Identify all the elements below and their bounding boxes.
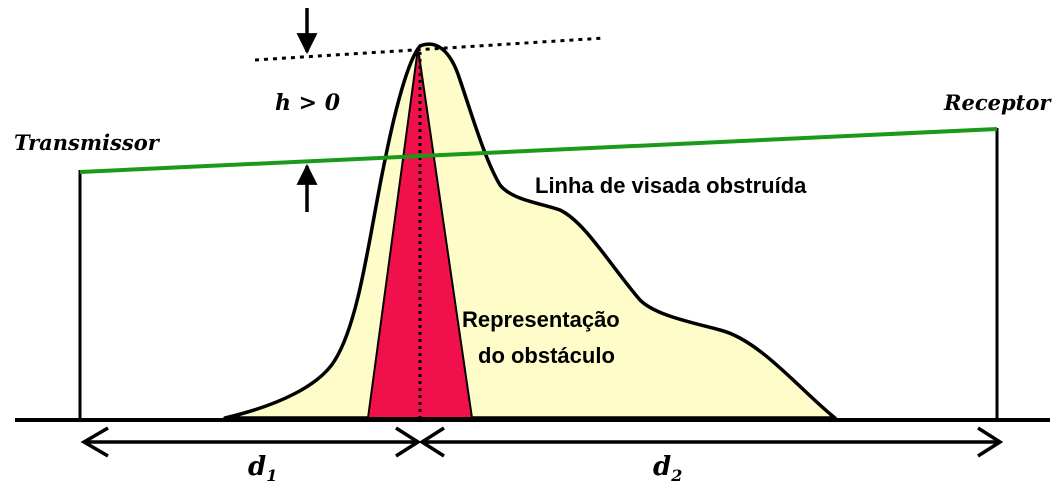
- obstacle-label-line2: do obstáculo: [478, 343, 615, 368]
- d2-main: d: [653, 452, 672, 482]
- d1-subscript: 1: [266, 466, 278, 486]
- clearance-label: h > 0: [275, 90, 341, 116]
- d2-subscript: 2: [671, 466, 683, 486]
- obstacle-label-line1: Representação: [462, 307, 620, 332]
- d1-dimension-arrow: [80, 426, 422, 458]
- d2-dimension-arrow: [418, 426, 1004, 458]
- d1-main: d: [248, 452, 267, 482]
- los-obstructed-label: Linha de visada obstruída: [535, 173, 807, 198]
- transmitter-label: Transmissor: [14, 130, 159, 155]
- terrain-hill: [223, 42, 837, 420]
- line-of-sight: [79, 127, 998, 174]
- d1-label: d1: [248, 452, 277, 485]
- receiver-label: Receptor: [944, 90, 1051, 115]
- d2-label: d2: [653, 452, 682, 485]
